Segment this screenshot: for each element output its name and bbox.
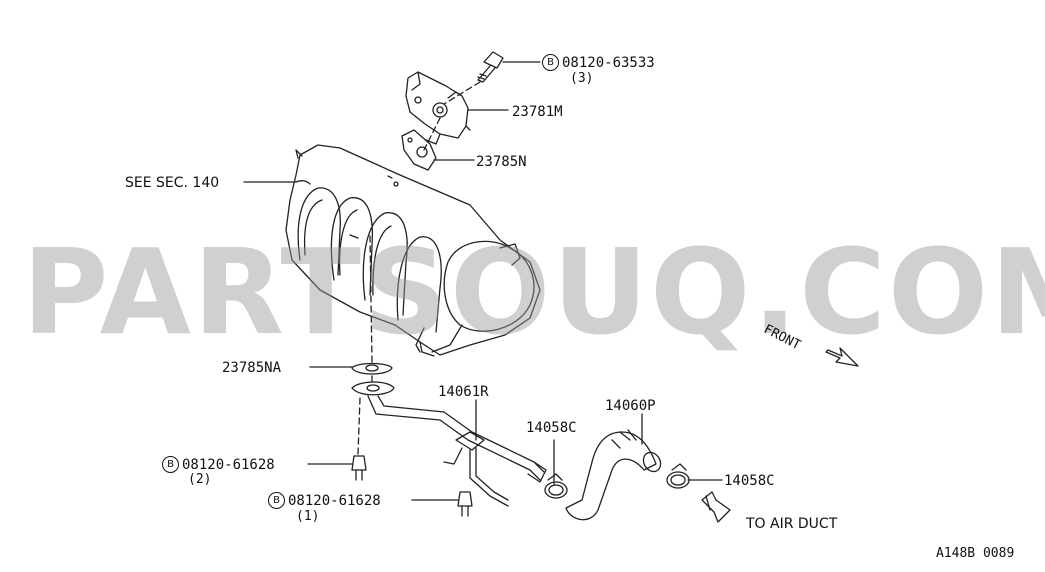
qty-bolt-top: (3) (570, 71, 594, 86)
bolt-mid-icon (351, 455, 367, 481)
to-air-duct-label: TO AIR DUCT (746, 516, 838, 532)
part-label-bolt-mid[interactable]: 08120-61628 (182, 457, 275, 473)
gasket-23785NA-icon (351, 362, 393, 375)
part-label-bolt-low[interactable]: 08120-61628 (288, 493, 381, 509)
hose-14060P-icon (565, 429, 662, 521)
see-section-label[interactable]: SEE SEC. 140 (125, 175, 220, 191)
part-label-clamp-right[interactable]: 14058C (724, 473, 775, 489)
bolt-symbol-top: B (542, 54, 559, 71)
part-label-clamp-left[interactable]: 14058C (526, 420, 577, 436)
qty-bolt-mid: (2) (188, 472, 212, 487)
part-label-gasket-bottom[interactable]: 23785NA (222, 360, 282, 376)
leader-lines (243, 61, 723, 501)
front-arrow-icon (825, 347, 859, 367)
pipe-14061R-icon (351, 381, 547, 507)
clamp-left-icon (544, 473, 568, 499)
bolt-top-icon (477, 51, 504, 83)
gasket-23785N-icon (401, 129, 437, 171)
bolt-symbol-mid: B (162, 456, 179, 473)
part-label-valve[interactable]: 23781M (512, 104, 563, 120)
alignment-lines (357, 81, 481, 455)
intake-manifold (285, 144, 541, 357)
drawing-code: A148B 0089 (936, 546, 1015, 561)
air-duct-arrow-icon (701, 491, 731, 523)
bolt-symbol-low: B (268, 492, 285, 509)
part-label-gasket-top[interactable]: 23785N (476, 154, 527, 170)
qty-bolt-low: (1) (296, 509, 320, 524)
part-label-pipe[interactable]: 14061R (438, 384, 489, 400)
bolt-low-icon (457, 491, 473, 517)
valve-23781M-icon (405, 71, 471, 145)
clamp-right-icon (666, 463, 690, 489)
part-label-hose[interactable]: 14060P (605, 398, 656, 414)
part-label-bolt-top[interactable]: 08120-63533 (562, 55, 655, 71)
